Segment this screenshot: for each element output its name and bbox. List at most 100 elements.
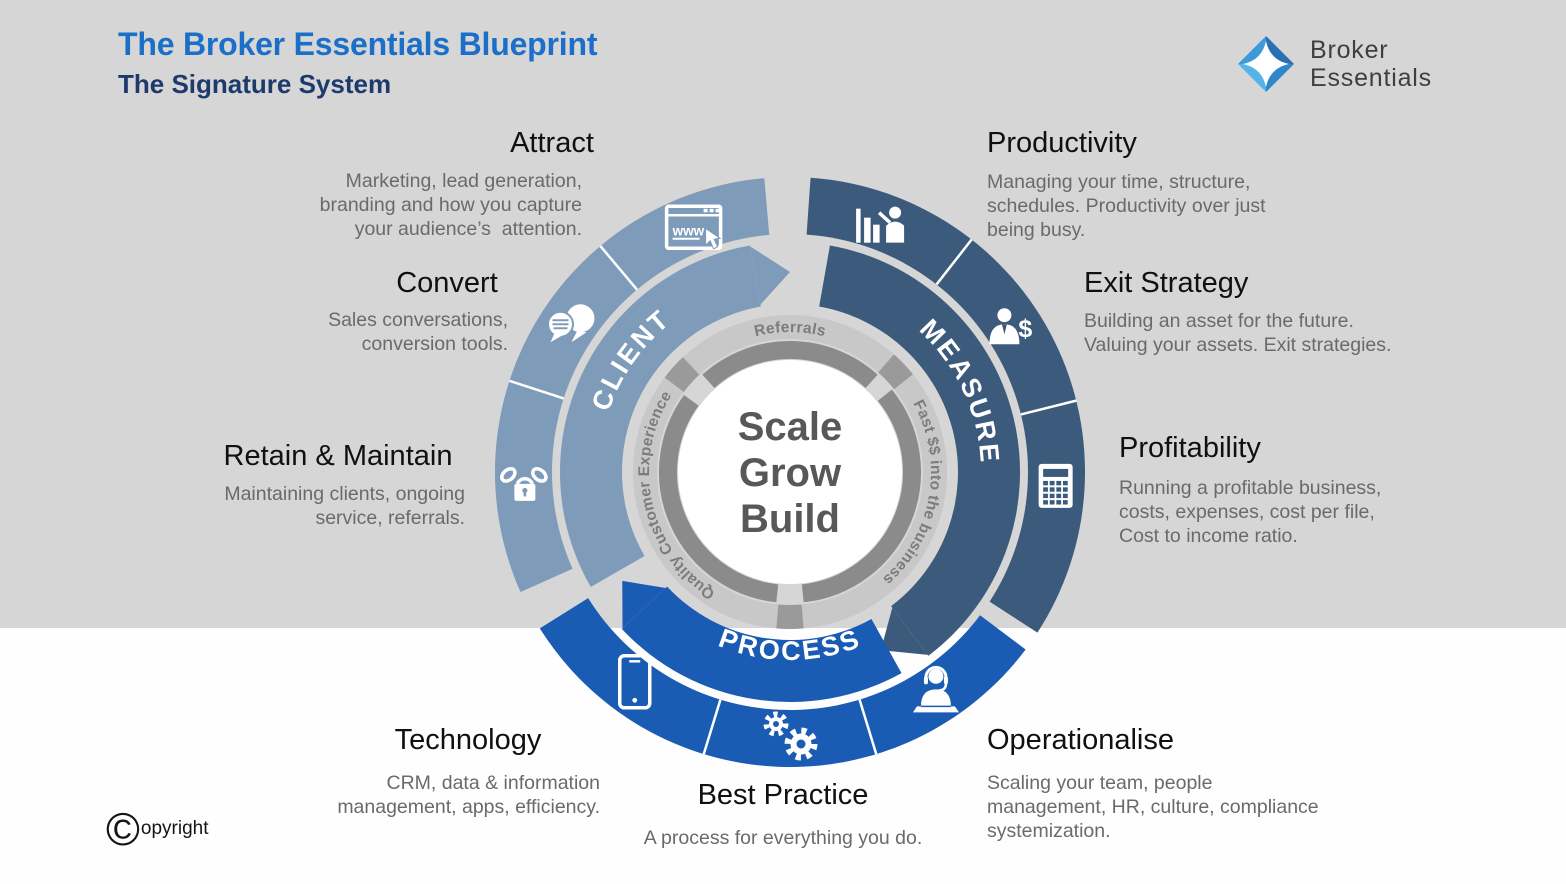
- desc-line: service, referrals.: [315, 506, 465, 529]
- callout-title-convert: Convert: [396, 267, 498, 299]
- client-divider: [599, 245, 638, 291]
- dark-ring-arc: [702, 341, 878, 389]
- ring-connector-tab: [776, 604, 804, 629]
- callout-title-exit: Exit Strategy: [1084, 267, 1249, 299]
- desc-line: conversion tools.: [361, 332, 508, 355]
- desc-line: schedules. Productivity over just: [987, 194, 1266, 217]
- desc-line: Managing your time, structure,: [987, 171, 1251, 193]
- ring-connector-tab: [878, 354, 913, 390]
- light-ring-arc: [801, 371, 947, 629]
- calculator-button: [1043, 500, 1048, 505]
- desc-line: your audience’s attention.: [354, 217, 582, 240]
- calculator-button: [1056, 487, 1062, 492]
- calculator-button: [1056, 493, 1062, 499]
- desc-line: management, apps, efficiency.: [337, 795, 600, 818]
- process-outer-band: [539, 598, 1026, 768]
- browser-www-icon: www: [664, 204, 723, 251]
- ring-referrals-text: Referrals: [753, 319, 828, 340]
- desc-line: A process for everything you do.: [643, 827, 923, 849]
- client-outer-band: [494, 178, 770, 592]
- callout-desc-profitability: Running a profitable business, costs, ex…: [1119, 477, 1449, 548]
- blueprint-wheel: www: [494, 177, 1086, 768]
- desc-line: Running a profitable business,: [1119, 477, 1382, 499]
- desc-line: branding and how you capture: [319, 193, 582, 216]
- callout-desc-productivity: Managing your time, structure, schedules…: [987, 171, 1317, 242]
- callout-title-attract: Attract: [510, 127, 594, 159]
- callout-desc-operationalise: Scaling your team, people management, HR…: [987, 772, 1357, 843]
- callout-title-retain: Retain & Maintain: [223, 440, 453, 472]
- dark-ring-arc: [659, 395, 779, 603]
- desc-line: Valuing your assets. Exit strategies.: [1084, 333, 1392, 356]
- callout-desc-exit: Building an asset for the future. Valuin…: [1084, 310, 1434, 358]
- wheel-bands: [494, 177, 1086, 768]
- www-label: www: [672, 223, 705, 238]
- desc-line: costs, expenses, cost per file,: [1119, 500, 1375, 523]
- desc-line: systemization.: [987, 819, 1111, 842]
- brand-diamond-icon: [1238, 36, 1294, 92]
- desc-line: CRM, data & information: [386, 772, 600, 794]
- hub-text: Scale Grow Build: [680, 404, 900, 542]
- ring-connector-tab: [664, 357, 700, 392]
- calculator-button: [1049, 493, 1055, 499]
- callout-title-operationalise: Operationalise: [987, 724, 1174, 756]
- callout-desc-technology: CRM, data & information management, apps…: [320, 772, 600, 820]
- process-divider: [702, 699, 722, 755]
- page-subtitle: The Signature System: [118, 69, 392, 99]
- callout-title-productivity: Productivity: [987, 127, 1137, 159]
- dollar-label: $: [1018, 315, 1032, 343]
- process-label-band: [621, 586, 902, 702]
- calculator-button: [1056, 500, 1062, 505]
- hub-line-grow: Grow: [738, 451, 842, 495]
- presenter-chart-icon: [856, 206, 905, 243]
- brand-logo-text: Broker Essentials: [1310, 36, 1432, 92]
- calculator-button: [1056, 480, 1062, 486]
- copyright-text: opyright: [140, 818, 209, 839]
- gear-small: [763, 711, 789, 737]
- callout-desc-convert: Sales conversations, conversion tools.: [258, 309, 508, 357]
- calculator-button: [1062, 487, 1068, 492]
- desc-line: Sales conversations,: [328, 309, 508, 331]
- callout-desc-attract: Marketing, lead generation, branding and…: [302, 170, 582, 241]
- desc-line: Marketing, lead generation,: [345, 170, 582, 192]
- measure-arrow: [880, 607, 928, 655]
- calculator-button: [1062, 480, 1068, 486]
- client-arrow: [750, 246, 790, 305]
- calculator-button: [1043, 480, 1048, 486]
- desc-line: being busy.: [987, 218, 1086, 241]
- client-label-band: [559, 245, 761, 587]
- copyright: © opyright: [106, 806, 209, 852]
- hub-circle: [678, 360, 902, 584]
- calculator-button: [1043, 487, 1048, 492]
- callout-title-best-practice: Best Practice: [697, 779, 869, 811]
- callout-desc-best-practice: A process for everything you do.: [613, 827, 953, 851]
- callout-desc-retain: Maintaining clients, ongoing service, re…: [193, 483, 465, 531]
- desc-line: Maintaining clients, ongoing: [224, 483, 465, 505]
- smartphone-icon: [618, 654, 652, 710]
- desc-line: Cost to income ratio.: [1119, 524, 1298, 547]
- desc-line: Scaling your team, people: [987, 772, 1213, 794]
- chain-lock-icon: [500, 467, 548, 501]
- measure-outer-band: [806, 177, 1086, 633]
- measure-divider: [1020, 399, 1077, 416]
- calculator-button: [1049, 480, 1055, 486]
- headset-agent-icon: [912, 665, 959, 713]
- process-divider: [858, 699, 878, 755]
- calculator-button: [1062, 500, 1068, 505]
- brand-logo: Broker Essentials: [1236, 34, 1432, 94]
- copyright-symbol: ©: [106, 803, 140, 855]
- businessman-dollar-icon: $: [989, 308, 1032, 345]
- calculator-button: [1049, 487, 1055, 492]
- process-arrow: [622, 580, 666, 629]
- calculator-button: [1043, 493, 1048, 499]
- hub-line-build: Build: [740, 497, 840, 541]
- brand-logo-line1: Broker: [1310, 36, 1389, 64]
- measure-divider: [935, 238, 973, 286]
- callout-title-technology: Technology: [394, 724, 542, 756]
- measure-label-band: [819, 245, 1021, 656]
- gear-large: [784, 727, 818, 761]
- desc-line: management, HR, culture, compliance: [987, 795, 1319, 818]
- chat-bubbles-icon: [546, 304, 595, 343]
- ring-referrals-label: Referrals: [753, 319, 828, 340]
- calculator-icon: [1038, 463, 1073, 508]
